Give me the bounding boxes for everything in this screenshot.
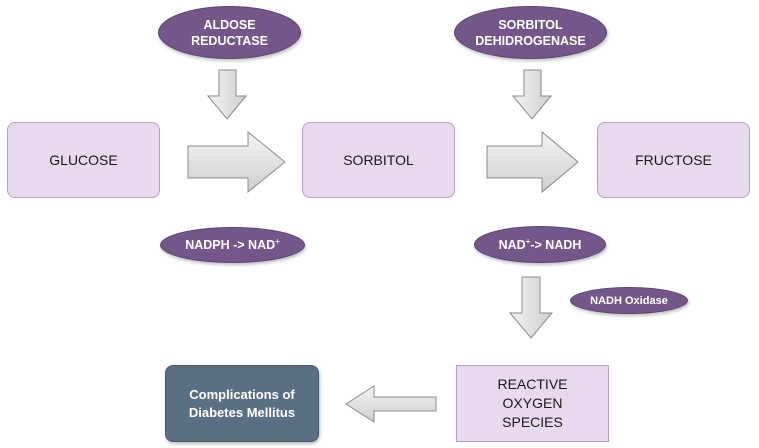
aldose-reductase-pill: ALDOSE REDUCTASE [158, 6, 301, 59]
glucose-node: GLUCOSE [7, 122, 160, 198]
nad-to-nadh-label: NAD+ -> NADH [499, 237, 582, 253]
arrow-sorbitol-to-fructose [486, 130, 579, 194]
arrow-sorbitol-dehydrogenase-down [511, 69, 553, 120]
complications-node: Complications of Diabetes Mellitus [165, 365, 319, 442]
fructose-node: FRUCTOSE [597, 122, 750, 198]
nadh-oxidase-label: NADH Oxidase [590, 294, 668, 307]
fructose-label: FRUCTOSE [635, 151, 712, 168]
sorbitol-label: SORBITOL [343, 151, 414, 168]
nad-text: NAD [498, 237, 526, 252]
nad-to-nadh-pill: NAD+ -> NADH [474, 226, 606, 263]
sorbitol-dehydrogenase-pill: SORBITOL DEHIDROGENASE [454, 6, 607, 59]
glucose-label: GLUCOSE [49, 151, 118, 168]
nad-plus-superscript: + [525, 236, 531, 246]
nadph-to-nad-label: NADPH -> NAD+ [185, 237, 280, 253]
arrow-aldose-reductase-down [206, 69, 248, 120]
arrow-glucose-to-sorbitol [187, 130, 286, 194]
sorbitol-node: SORBITOL [302, 122, 455, 198]
complications-label: Complications of Diabetes Mellitus [188, 386, 296, 420]
aldose-reductase-label: ALDOSE REDUCTASE [191, 17, 268, 48]
arrow-nadh-to-ros [508, 276, 554, 339]
nadph-to-nad-pill: NADPH -> NAD+ [160, 227, 305, 263]
sorbitol-dehydrogenase-label: SORBITOL DEHIDROGENASE [475, 17, 586, 48]
nadph-to-nad-text: NADPH -> NAD [185, 238, 276, 252]
arrow-ros-to-complications [345, 385, 437, 423]
to-nadh-text: -> NADH [530, 237, 582, 252]
ros-label: REACTIVE OXYGEN SPECIES [497, 376, 568, 430]
nadh-oxidase-pill: NADH Oxidase [570, 287, 688, 314]
nad-plus-superscript: + [275, 236, 280, 246]
reactive-oxygen-species-node: REACTIVE OXYGEN SPECIES [456, 365, 609, 442]
